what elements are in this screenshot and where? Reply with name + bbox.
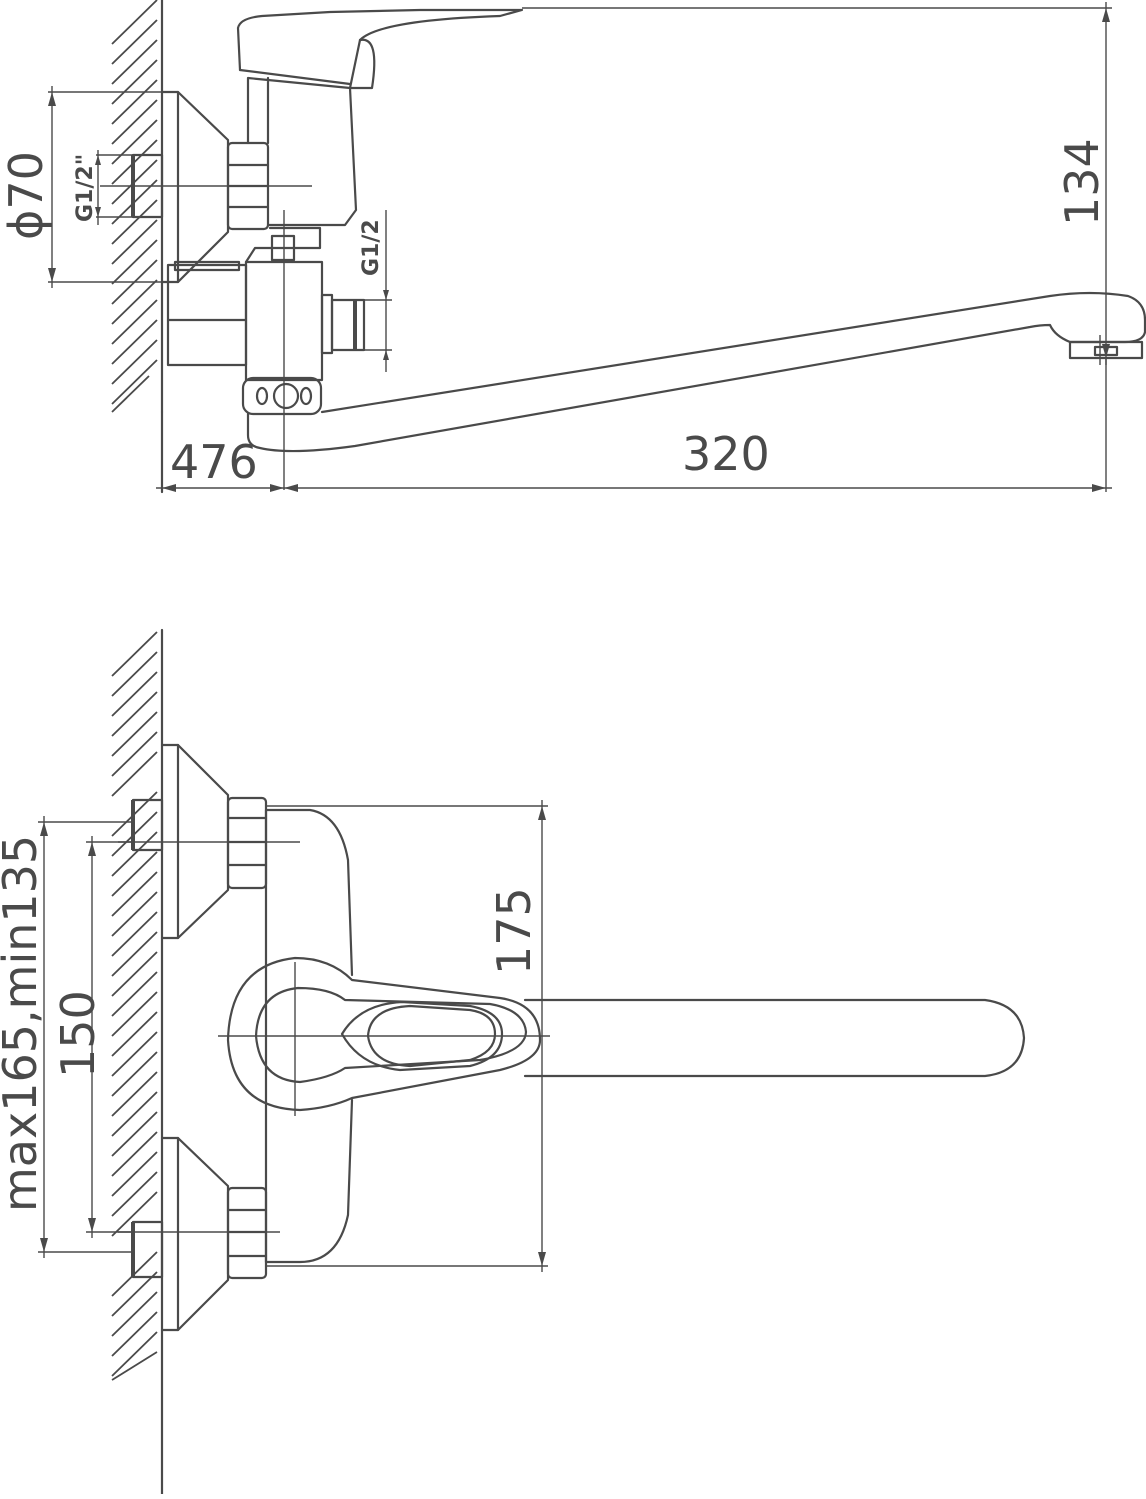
dim-outlet-thread: G1/2: [359, 210, 392, 372]
lower-eccentric: [118, 1136, 280, 1332]
lever-handle: [218, 956, 550, 1116]
mixer-body: [236, 8, 524, 227]
dim-center-distance: 150: [51, 836, 133, 1238]
upper-eccentric: [118, 743, 300, 940]
spout-front: [523, 998, 1026, 1078]
dim-height-label: 134: [1055, 138, 1109, 226]
dim-outlet-thread-label: G1/2: [359, 219, 384, 276]
dim-offset-label: 476: [170, 435, 258, 489]
dim-height: 134: [522, 2, 1112, 365]
dim-range-label: max165,min135: [0, 835, 47, 1212]
dim-inlet-thread: G1/2": [73, 150, 133, 225]
dim-diameter: ϕ70: [0, 86, 178, 288]
dim-spout-length-label: 320: [682, 427, 770, 481]
dim-inlet-thread-label: G1/2": [73, 154, 98, 222]
dim-diameter-label: ϕ70: [0, 151, 53, 240]
dim-range: max165,min135: [0, 816, 133, 1258]
wall-flange: [160, 90, 230, 284]
diverter-body: [166, 210, 366, 490]
dim-body-height: 175: [266, 800, 548, 1272]
dim-horizontal: 476 320: [156, 358, 1112, 492]
wall-hatching-bottom: [111, 628, 164, 1496]
wall-hatching-top: [111, 0, 164, 494]
dim-center-distance-label: 150: [51, 990, 105, 1078]
inlet-connector: [100, 141, 312, 231]
front-view: 175 150 max165,min135: [0, 628, 1026, 1496]
dim-body-height-label: 175: [487, 887, 541, 975]
side-view: ϕ70 G1/2" G1/2 134: [0, 0, 1146, 494]
